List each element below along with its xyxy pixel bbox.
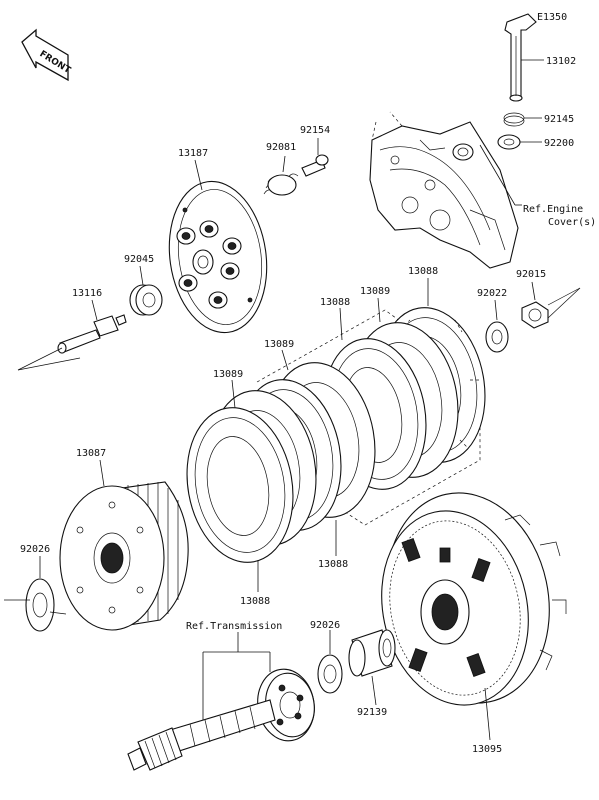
pressure-plate-13187: [168, 180, 268, 334]
push-rod-13116: [57, 314, 127, 354]
callout-13089-left: 13089: [213, 369, 243, 380]
spring-92145: [503, 112, 525, 127]
callout-13187: 13187: [178, 148, 208, 159]
washer-92022: [485, 321, 509, 353]
callout-13095: 13095: [472, 744, 502, 755]
callout-92026-mid: 92026: [310, 620, 340, 631]
callout-13089-mid: 13089: [264, 339, 294, 350]
callout-92139: 92139: [357, 707, 387, 718]
callout-13088-right: 13088: [318, 559, 348, 570]
callout-13116: 13116: [72, 288, 102, 299]
ref-transmission: Ref.Transmission: [186, 621, 282, 632]
callout-92145: 92145: [544, 114, 574, 125]
nut-92015: [521, 301, 549, 329]
clutch-hub-13087: [59, 481, 189, 631]
push-lever-shaft: [504, 13, 537, 102]
callout-13089-top: 13089: [360, 286, 390, 297]
callout-92026-left: 92026: [20, 544, 50, 555]
washer-92200: [497, 134, 521, 150]
callout-13087: 13087: [76, 448, 106, 459]
callout-13102: 13102: [546, 56, 576, 67]
callout-92200: 92200: [544, 138, 574, 149]
bearing-92045: [129, 284, 163, 316]
ref-engine-cover-line1: Ref.Engine: [523, 204, 583, 215]
callout-92015: 92015: [516, 269, 546, 280]
clutch-housing-13095: [381, 492, 567, 706]
ref-engine-cover-line2: Cover(s): [548, 217, 596, 228]
callout-92154: 92154: [300, 125, 330, 136]
callout-92022: 92022: [477, 288, 507, 299]
callout-92081: 92081: [266, 142, 296, 153]
engine-cover: [369, 111, 519, 269]
callout-13088-top: 13088: [408, 266, 438, 277]
sleeve-92139: [348, 629, 396, 677]
callout-13088-mid: 13088: [320, 297, 350, 308]
washer-92026-left: [25, 578, 55, 632]
diagram-code: E1350: [537, 12, 567, 23]
clutch-spring-92081: [263, 173, 299, 196]
transmission-shaft: [127, 668, 315, 771]
washer-92026-mid: [317, 654, 343, 694]
callout-92045: 92045: [124, 254, 154, 265]
front-arrow-icon: FRONT: [21, 28, 73, 82]
callout-13088-bottom: 13088: [240, 596, 270, 607]
plate-stack: [186, 307, 486, 563]
bolt-92154: [301, 154, 329, 177]
